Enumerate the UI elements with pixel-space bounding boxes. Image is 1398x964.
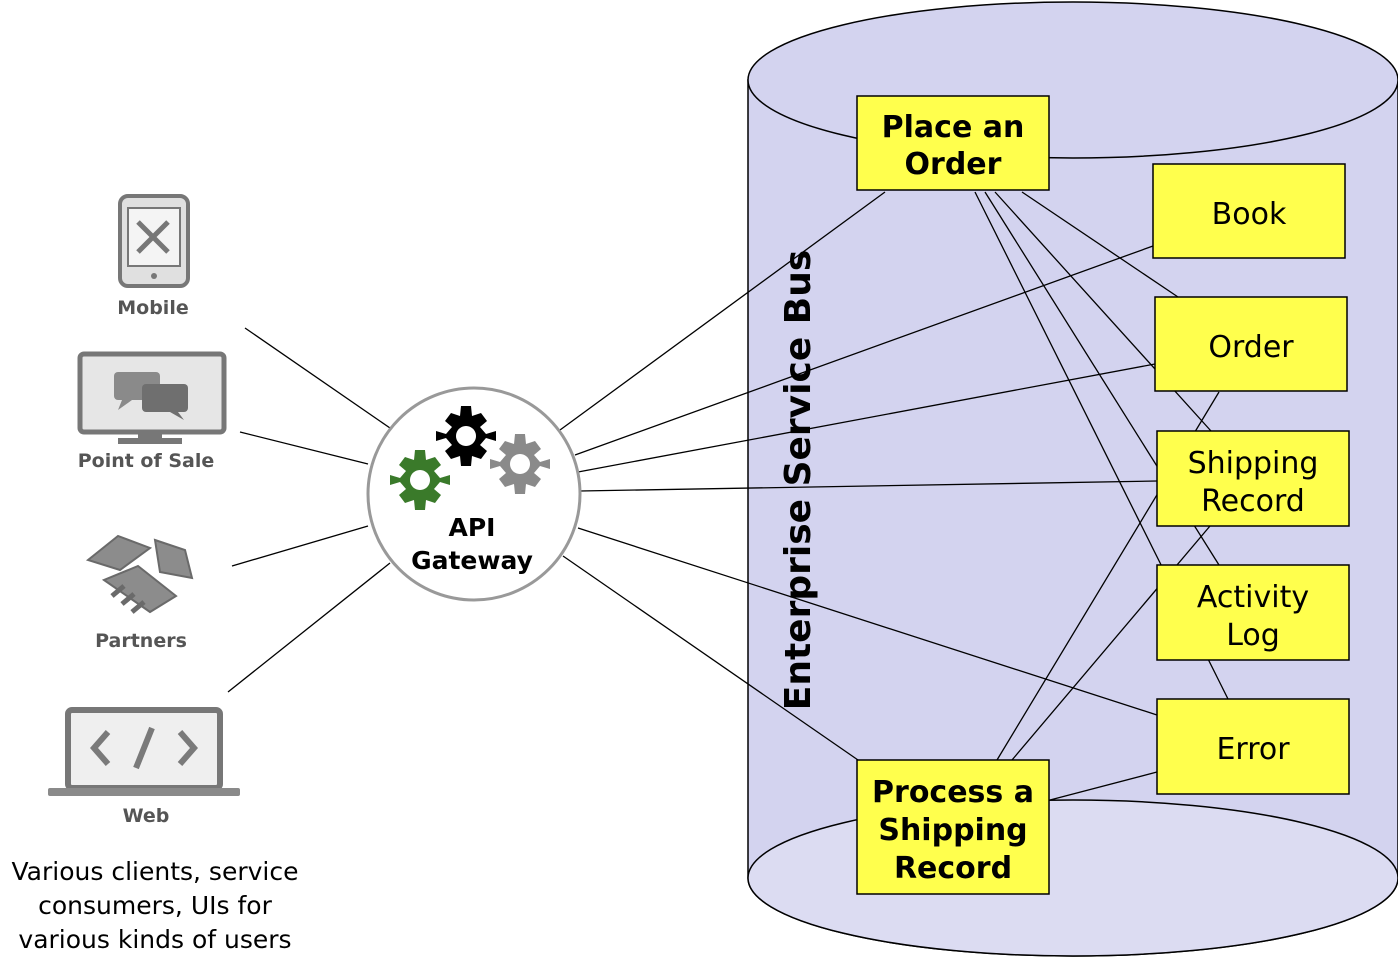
box-label-line: Shipping xyxy=(878,813,1027,848)
monitor-chat-icon xyxy=(77,351,227,444)
box-label-line: Shipping xyxy=(1188,446,1319,481)
client-partners: Partners xyxy=(85,534,194,652)
mobile-tools-icon xyxy=(118,194,190,288)
box-label-line: Place an xyxy=(882,110,1025,145)
client-mobile: Mobile xyxy=(117,194,190,319)
clients-caption: Various clients, service consumers, UIs … xyxy=(12,857,299,954)
handshake-icon xyxy=(85,534,194,614)
box-label-line: Process a xyxy=(872,775,1034,810)
gateway-label-line: Gateway xyxy=(411,546,533,575)
gateway-label-line: API xyxy=(449,513,496,542)
resource-shipping-record: Shipping Record xyxy=(1156,430,1350,527)
client-label-web: Web xyxy=(123,805,170,827)
box-label-line: Book xyxy=(1212,197,1287,232)
resource-error: Error xyxy=(1156,698,1350,795)
resource-activity-log: Activity Log xyxy=(1156,564,1350,661)
box-label-line: Record xyxy=(1201,484,1305,519)
caption-line: various kinds of users xyxy=(18,925,291,954)
client-label-mobile: Mobile xyxy=(117,297,188,319)
api-gateway: API Gateway xyxy=(366,386,582,602)
box-label-line: Order xyxy=(905,147,1002,182)
process-place-order: Place an Order xyxy=(856,95,1050,191)
resource-order: Order xyxy=(1154,296,1348,392)
client-label-pos: Point of Sale xyxy=(78,450,215,472)
client-web: Web xyxy=(48,707,240,827)
laptop-code-icon xyxy=(48,707,240,796)
box-label-line: Order xyxy=(1208,330,1294,365)
box-label-line: Record xyxy=(894,851,1012,886)
resource-book: Book xyxy=(1152,163,1346,259)
box-label-line: Activity xyxy=(1197,580,1309,615)
box-label-line: Log xyxy=(1226,618,1280,653)
caption-line: consumers, UIs for xyxy=(38,891,272,920)
client-label-partners: Partners xyxy=(95,630,187,652)
box-label-line: Error xyxy=(1216,732,1290,767)
client-pos: Point of Sale xyxy=(77,351,227,472)
process-shipping-record: Process a Shipping Record xyxy=(856,759,1050,895)
caption-line: Various clients, service xyxy=(12,857,299,886)
esb-label: Enterprise Service Bus xyxy=(778,250,819,711)
